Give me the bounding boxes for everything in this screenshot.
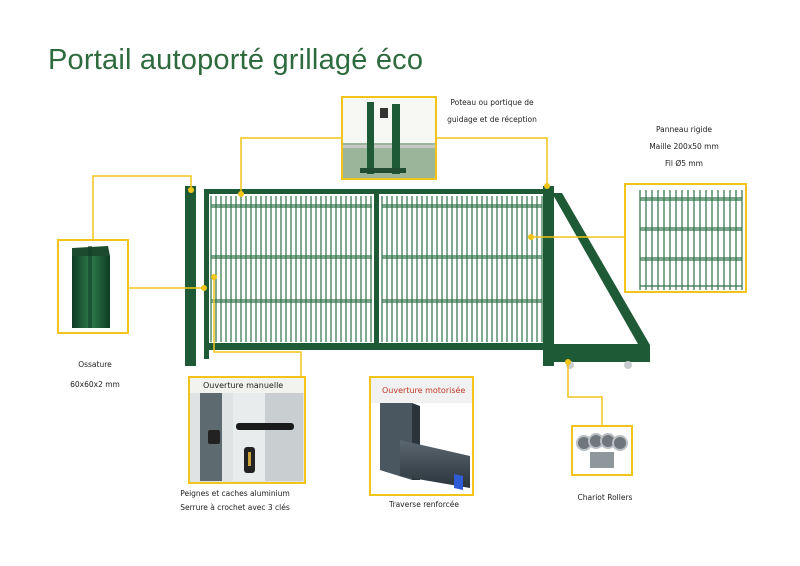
chariot-label: Chariot Rollers — [577, 493, 633, 502]
poteau-label-line1: Poteau ou portique de — [450, 98, 534, 107]
left-post — [185, 186, 196, 366]
poteau-label-line2: guidage et de réception — [447, 115, 537, 124]
center-mullion — [374, 191, 379, 349]
peignes-label-line2: Serrure à crochet avec 3 clés — [180, 503, 290, 512]
ossature-label: Ossature 60x60x2 mm — [40, 355, 150, 395]
poteau-detail-image — [341, 96, 437, 180]
ouverture-manuelle-image — [188, 376, 306, 484]
callout-lines — [92, 137, 625, 426]
right-post — [543, 186, 554, 366]
panneau-label: Panneau rigide Maille 200x50 mm Fil Ø5 m… — [625, 121, 743, 172]
ossature-detail-image — [57, 239, 129, 334]
poteau-label: Poteau ou portique de guidage et de réce… — [432, 94, 552, 128]
panneau-label-line2: Maille 200x50 mm — [649, 142, 719, 151]
panneau-label-line1: Panneau rigide — [655, 125, 713, 134]
peignes-label: Peignes et caches aluminium Serrure à cr… — [160, 487, 310, 515]
callout-dots — [188, 183, 571, 365]
ossature-label-line2: 60x60x2 mm — [70, 380, 120, 389]
ossature-label-line1: Ossature — [78, 360, 112, 369]
panneau-detail-image — [624, 183, 747, 293]
ouverture-manuelle-caption: Ouverture manuelle — [203, 381, 284, 390]
traverse-label: Traverse renforcée — [389, 500, 459, 509]
mesh-panel-left — [210, 196, 372, 342]
page-title: Portail autoporté grillagé éco — [48, 44, 424, 76]
peignes-label-line1: Peignes et caches aluminium — [180, 489, 290, 498]
sliding-gate — [185, 186, 650, 369]
ouverture-motorisee-image — [369, 376, 474, 496]
mesh-panel-right — [381, 196, 543, 342]
chariot-detail-image — [571, 425, 633, 476]
ouverture-motorisee-caption: Ouverture motorisée — [382, 386, 466, 395]
panneau-label-line3: Fil Ø5 mm — [665, 159, 703, 168]
cantilever-tail — [552, 193, 650, 352]
